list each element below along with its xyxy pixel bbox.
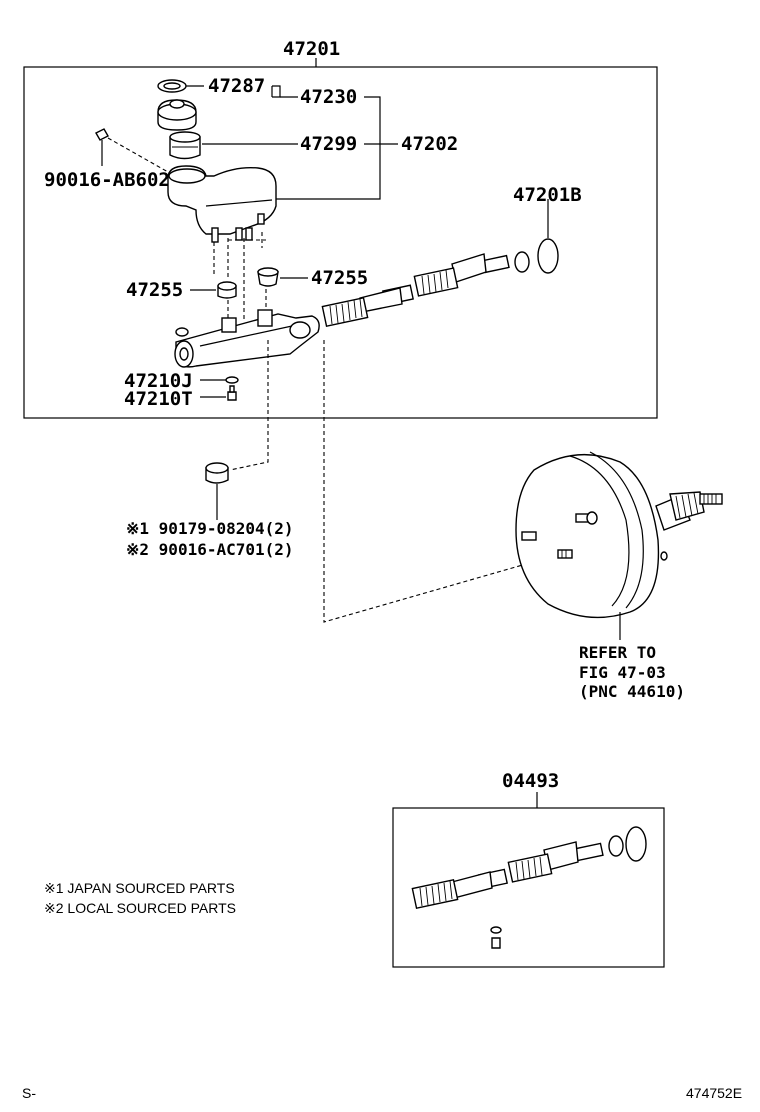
label-47210J: 47210J [124,370,193,392]
kit-04493-parts [411,826,647,949]
clip-47287 [157,79,204,93]
label-04493: 04493 [502,770,559,792]
label-47255-left: 47255 [126,279,183,301]
master-cylinder-body [174,309,320,368]
assembly-box-47201 [23,66,658,419]
label-47201: 47201 [283,38,340,60]
label-47299: 47299 [300,133,357,155]
label-90016-AC701: ※2 90016-AC701(2) [126,540,294,559]
footer-left-code: S- [22,1085,36,1101]
grommet-47255-right [257,267,279,287]
bleeder-47210T [227,385,237,401]
label-47210T: 47210T [124,388,193,410]
washer-47210J [225,376,239,384]
reservoir-tank-47202 [167,165,277,243]
note-japan-sourced: ※1 JAPAN SOURCED PARTS [44,880,235,896]
label-refer-to: REFER TO [579,643,656,662]
label-47230: 47230 [300,86,357,108]
label-pnc-44610: (PNC 44610) [579,682,685,701]
label-90179-08204: ※1 90179-08204(2) [126,519,294,538]
screw-90016-AB602 [95,128,109,166]
brake-booster [515,451,723,619]
label-47201B: 47201B [513,184,582,206]
footer-figure-id: 474752E [686,1085,742,1101]
label-47287: 47287 [208,75,265,97]
label-90016-AB602: 90016-AB602 [44,169,170,191]
kit-box-04493 [392,807,665,968]
o-ring-47201B [537,238,559,274]
label-47202: 47202 [401,133,458,155]
strainer-47299 [169,131,201,160]
label-fig-47-03: FIG 47-03 [579,663,666,682]
reservoir-cap-47230 [157,99,197,131]
label-47255-right: 47255 [311,267,368,289]
grommet-47255-left [217,281,237,299]
piston-assembly [321,251,530,327]
nut-90179-08204 [205,462,229,484]
note-local-sourced: ※2 LOCAL SOURCED PARTS [44,900,236,916]
